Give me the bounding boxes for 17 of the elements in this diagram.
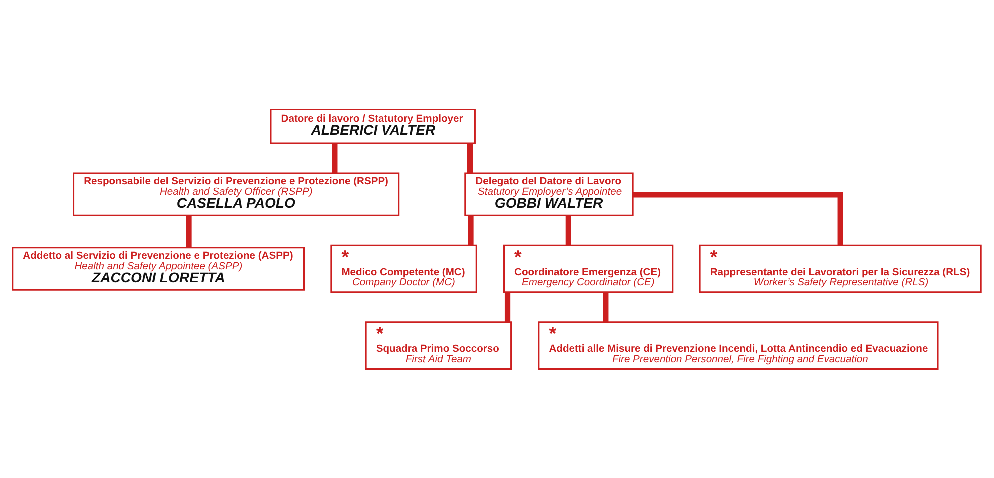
node-box: Addetto al Servizio di Prevenzione e Protezione (ASPP) Health and Safety Appointee (ASPP) ZACCONI LORETTA	[12, 246, 305, 290]
node-box: * Medico Competente (MC) Company Doctor (MC)	[330, 244, 478, 293]
connector	[633, 192, 844, 245]
node-box: Delegato del Datore di Lavoro Statutory Employer’s Appointee GOBBI WALTER	[464, 172, 634, 216]
connector	[468, 215, 474, 245]
connector	[332, 143, 338, 173]
node-box: Datore di lavoro / Statutory Employer ALBERICI VALTER	[270, 108, 476, 144]
connector	[504, 292, 511, 322]
node-box: * Squadra Primo Soccorso First Aid Team	[365, 321, 512, 370]
connector	[468, 143, 474, 173]
connector	[603, 292, 609, 322]
connector	[186, 215, 192, 248]
node-box: * Addetti alle Misure di Prevenzione Incendi, Lotta Antincendio ed Evacuazione Fire Prevention Personnel, Fire Fighting and Evacuation	[538, 321, 939, 370]
connector	[566, 215, 572, 245]
node-box: * Coordinatore Emergenza (CE) Emergency Coordinator (CE)	[504, 244, 674, 293]
node-box: * Rappresentante dei Lavoratori per la Sicurezza (RLS) Worker’s Safety Representative (RLS)	[699, 244, 982, 293]
node-box: Responsabile del Servizio di Prevenzione e Protezione (RSPP) Health and Safety Officer (RSPP) CASELLA PAOLO	[73, 172, 400, 216]
